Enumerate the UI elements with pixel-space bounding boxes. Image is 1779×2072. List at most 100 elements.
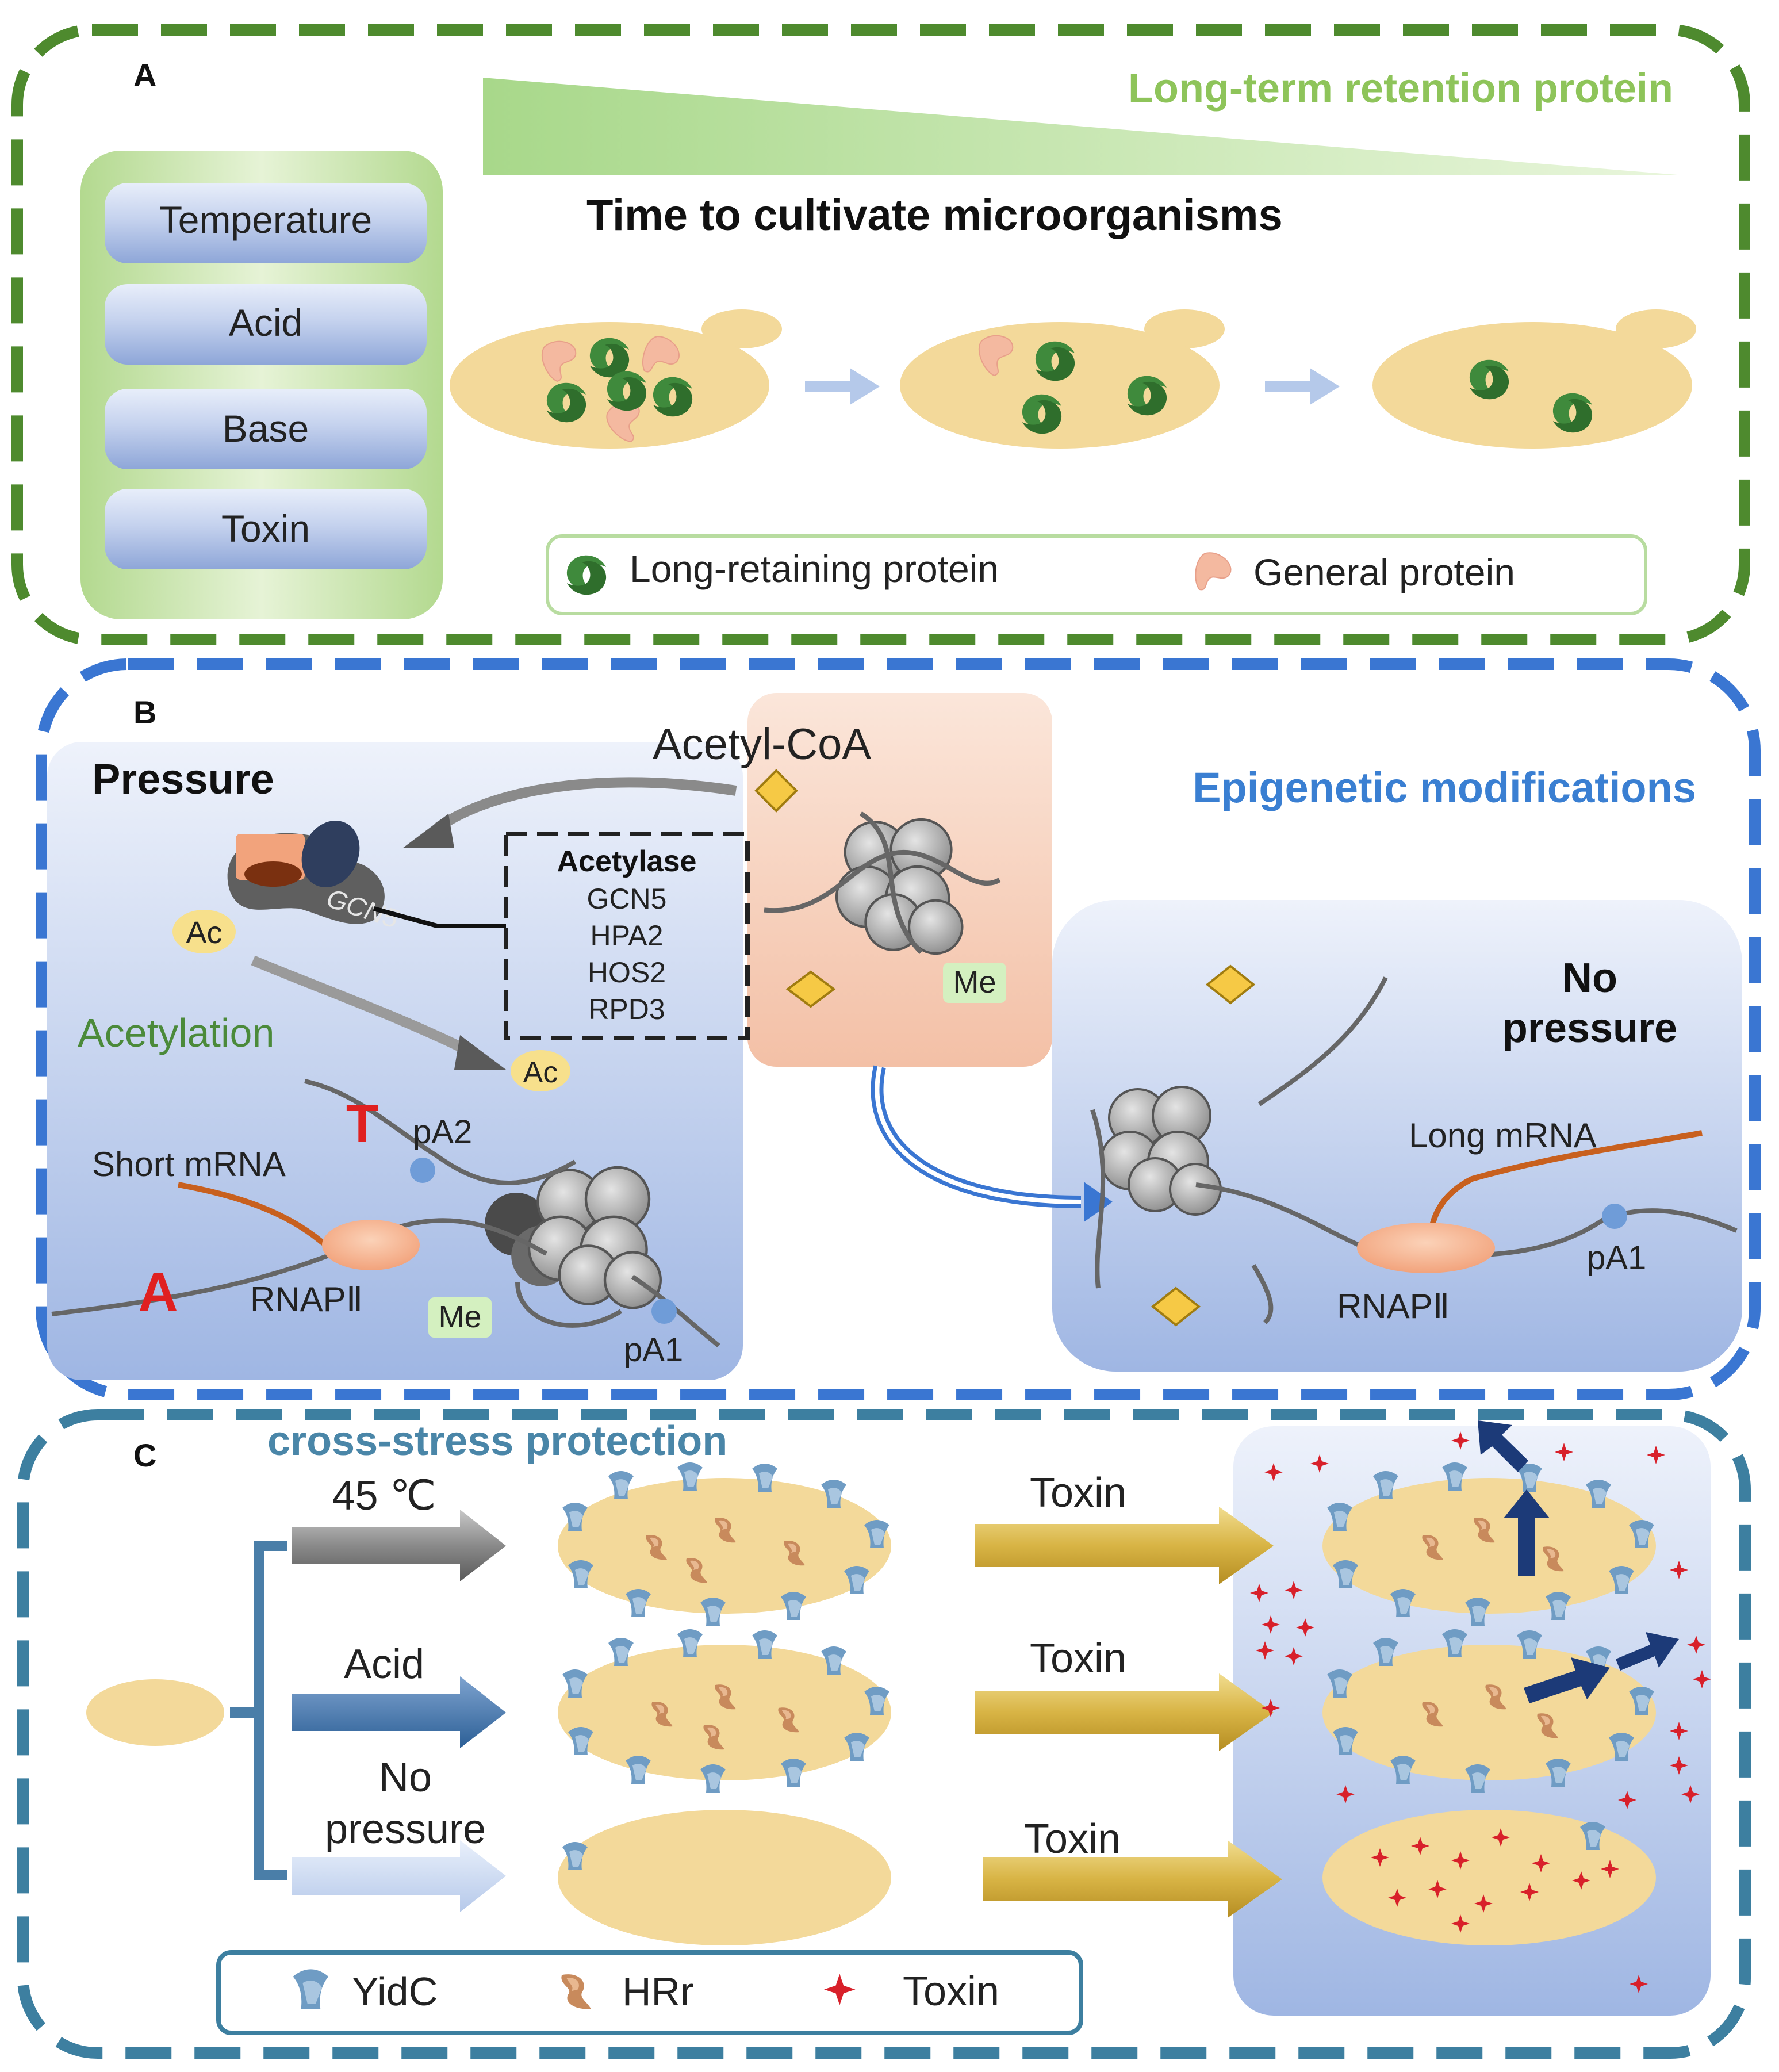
panel-b-border [36, 658, 1761, 1400]
panel-a-legend: Long-retaining protein General protein [546, 534, 1647, 615]
panel-b-letter: B [133, 694, 156, 730]
transition-arrow [871, 1065, 1082, 1208]
acetylation-label: Acetylation [78, 1010, 274, 1055]
start-cell [86, 1679, 224, 1746]
svg-text:Me: Me [953, 965, 996, 999]
legend-hrr: HRr [622, 1969, 693, 2014]
panel-a: A Long-term retention protein Time to cu… [11, 24, 1750, 645]
toxin-label-3: Toxin [1024, 1816, 1121, 1862]
toxin-arrow-1 [975, 1507, 1274, 1584]
result-cell-no-pressure [1322, 1810, 1656, 1945]
no-pressure-line2: pressure [1502, 1005, 1677, 1051]
legend-long-retaining: Long-retaining protein [630, 547, 999, 590]
me-badge-left: Me [428, 1297, 492, 1338]
svg-text:Ac: Ac [186, 916, 222, 950]
diamond-acetyl-3 [1205, 964, 1256, 1005]
epigenetic-label: Epigenetic modifications [1193, 764, 1696, 811]
cell-stage-3 [1372, 309, 1696, 449]
pA2-label: pA2 [413, 1113, 472, 1151]
no-pressure-line1: No [1562, 955, 1617, 1001]
acetylase-title: Acetylase [557, 845, 697, 878]
short-mrna-label: Short mRNA [92, 1145, 286, 1184]
cell-acid [558, 1629, 891, 1793]
panel-a-border [11, 24, 1750, 645]
cell-stage-1 [450, 309, 782, 449]
gcn5-connector-line [373, 906, 506, 928]
right-dna-strand [1195, 1182, 1738, 1258]
acetylase-item-hos2: HOS2 [588, 956, 666, 989]
diamond-acetyl-1 [754, 769, 798, 813]
gcn5-enzyme: GCN5 [227, 820, 402, 934]
panel-c-border [17, 1409, 1751, 2059]
center-nucleosome [764, 811, 1001, 954]
a-marker: A [138, 1262, 178, 1323]
retention-label: Long-term retention protein [1128, 66, 1673, 112]
acetyl-coa-label: Acetyl-CoA [653, 720, 871, 769]
svg-text:Acid: Acid [229, 301, 302, 344]
toxin-label-2: Toxin [1030, 1636, 1126, 1682]
condition-45c: 45 ℃ [332, 1473, 436, 1519]
t-marker: T [346, 1094, 378, 1153]
rnap-left [322, 1220, 420, 1270]
toxin-arrow-2 [975, 1673, 1274, 1751]
panel-c-letter: C [133, 1437, 156, 1473]
me-badge-center: Me [943, 963, 1006, 1003]
stress-factor-acid: Acid [105, 284, 427, 365]
cell-no-pressure [558, 1810, 891, 1945]
diamond-acetyl-4 [1151, 1286, 1201, 1327]
pA1-site-right [1602, 1204, 1627, 1229]
acetylase-item-hpa2: HPA2 [591, 920, 664, 952]
left-nucleosome [485, 1167, 661, 1308]
condition-acid: Acid [344, 1641, 424, 1687]
condition-no-pressure-1: No [379, 1755, 432, 1801]
result-cell-45c [1322, 1420, 1656, 1626]
stress-factor-base: Base [105, 389, 427, 469]
legend-yidc: YidC [352, 1969, 438, 2014]
acetylase-item-rpd3: RPD3 [588, 993, 665, 1025]
long-mrna-label: Long mRNA [1409, 1116, 1597, 1155]
pressure-label: Pressure [92, 755, 274, 803]
legend-general: General protein [1253, 551, 1515, 593]
toxin-label-1: Toxin [1030, 1470, 1126, 1516]
condition-bracket [230, 1541, 287, 1880]
cell-stage-arrow-2 [1265, 368, 1340, 405]
stress-factor-temperature: Temperature [105, 183, 427, 263]
stress-factor-toxin: Toxin [105, 489, 427, 569]
pA1-right-label: pA1 [1587, 1239, 1646, 1277]
svg-text:Temperature: Temperature [159, 198, 373, 241]
svg-text:Me: Me [438, 1300, 481, 1334]
panel-b: B Pressure Acetyl-CoA Epigenetic modific… [36, 658, 1761, 1400]
cross-stress-title: cross-stress protection [267, 1418, 727, 1464]
cell-stage-2 [900, 309, 1225, 449]
condition-no-pressure-2: pressure [325, 1806, 486, 1852]
cell-45c [558, 1462, 891, 1626]
rnap-right-label: RNAPⅡ [1337, 1287, 1450, 1326]
ac-badge-top: Ac [172, 910, 236, 953]
cell-stage-arrow-1 [805, 368, 880, 405]
pA1-left-label: pA1 [624, 1331, 683, 1369]
arrow-acid [292, 1676, 506, 1748]
rnap-right [1357, 1223, 1495, 1273]
panel-c-legend: YidC HRr Toxin [216, 1950, 1083, 2035]
result-cell-acid [1322, 1629, 1679, 1793]
legend-toxin: Toxin [903, 1968, 999, 2014]
acetylase-box: Acetylase GCN5 HPA2 HOS2 RPD3 [504, 832, 750, 1040]
no-pressure-box [1052, 900, 1742, 1372]
rnap-left-label: RNAPⅡ [250, 1280, 363, 1319]
svg-text:Ac: Ac [523, 1056, 558, 1089]
acetylation-arrow [251, 955, 474, 1058]
acetylase-item-gcn5: GCN5 [587, 883, 667, 915]
acetyl-transfer-arrow [434, 777, 737, 833]
pA1-site-left [651, 1299, 677, 1324]
retention-gradient-triangle [483, 78, 1685, 175]
cultivation-time-title: Time to cultivate microorganisms [586, 191, 1283, 240]
arrow-no-pressure [292, 1840, 506, 1912]
pA2-site [410, 1158, 435, 1183]
ac-badge-chromatin: Ac [511, 1050, 570, 1091]
diamond-acetyl-2 [785, 970, 836, 1008]
svg-text:Base: Base [223, 407, 309, 450]
toxin-arrow-3 [983, 1840, 1282, 1918]
panel-c: C cross-stress protection 45 ℃ Acid No p… [17, 1409, 1751, 2059]
panel-a-letter: A [133, 57, 156, 93]
